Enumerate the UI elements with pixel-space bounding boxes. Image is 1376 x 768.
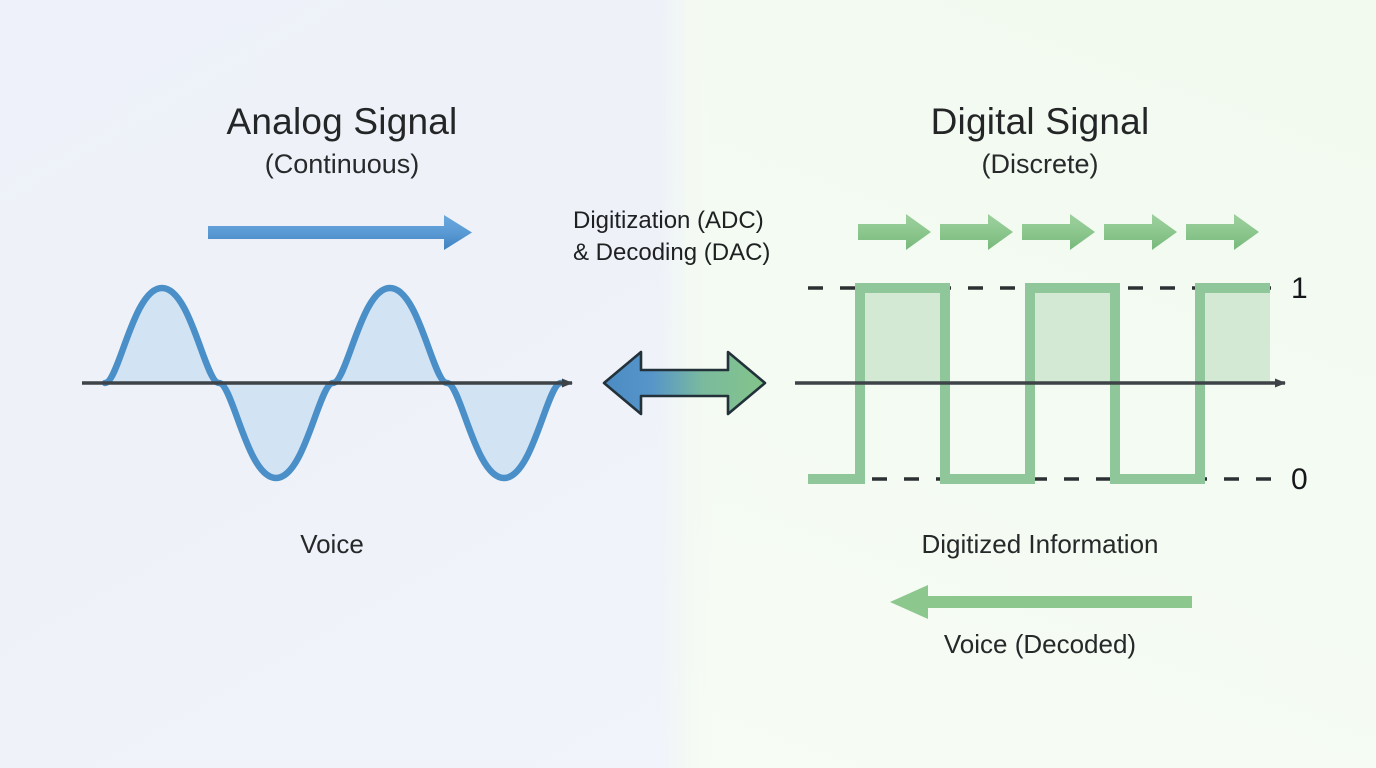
leftward-green-arrow: [890, 585, 1192, 619]
level-label-high: 1: [1291, 272, 1308, 305]
digital-flow-arrow-3: [1022, 214, 1095, 250]
digital-flow-arrow-1: [858, 214, 931, 250]
digital-flow-arrow-4: [1104, 214, 1177, 250]
rightward-blue-arrow: [208, 215, 472, 250]
conversion-label-line1: Digitization (ADC): [573, 207, 764, 234]
digital-panel-title: Digital Signal: [930, 101, 1150, 142]
digital-flow-arrows: [858, 214, 1259, 250]
analog-caption-voice: Voice: [300, 529, 364, 559]
level-label-low: 0: [1291, 463, 1308, 496]
digital-caption-voice-decoded: Voice (Decoded): [943, 629, 1137, 659]
digital-panel-subtitle: (Discrete): [981, 149, 1099, 179]
bidirectional-conversion-arrow: [602, 350, 767, 416]
digital-flow-arrow-2: [940, 214, 1013, 250]
analog-panel-title: Analog Signal: [226, 101, 458, 142]
conversion-label-line2: & Decoding (DAC): [573, 239, 771, 266]
digital-caption-digitized-information: Digitized Information: [921, 529, 1159, 559]
analog-panel-subtitle: (Continuous): [264, 149, 420, 179]
digital-flow-arrow-5: [1186, 214, 1259, 250]
digital-square-wave-fill: [860, 288, 1270, 383]
